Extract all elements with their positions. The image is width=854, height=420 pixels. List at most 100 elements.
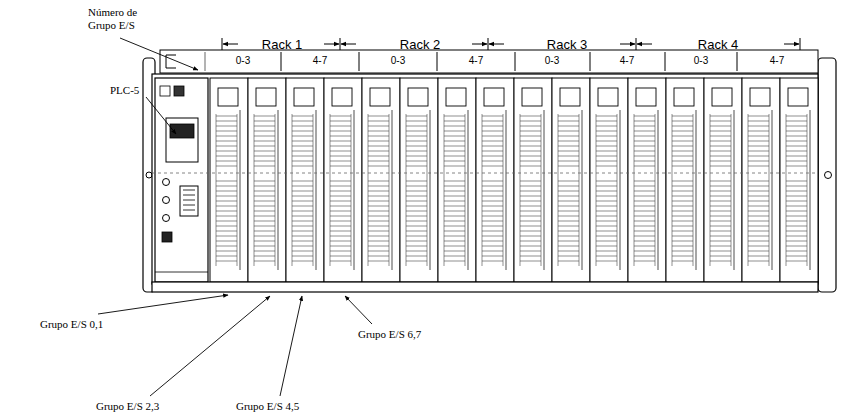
module-grill bbox=[634, 136, 655, 137]
module-grill bbox=[368, 206, 389, 207]
module-grill bbox=[786, 196, 807, 197]
module-grill bbox=[748, 131, 769, 132]
module-grill bbox=[520, 216, 541, 217]
module-grill bbox=[216, 251, 237, 252]
module-grill bbox=[672, 196, 693, 197]
module-grill bbox=[216, 114, 217, 266]
module-grill bbox=[596, 114, 597, 266]
module-grill bbox=[520, 126, 541, 127]
module-grill bbox=[444, 126, 465, 127]
io-module-slot bbox=[704, 78, 742, 282]
module-grill bbox=[292, 196, 313, 197]
module-grill bbox=[558, 191, 579, 192]
module-grill bbox=[672, 114, 673, 266]
module-grill bbox=[330, 206, 351, 207]
module-grill bbox=[634, 256, 655, 257]
slot-latch bbox=[522, 88, 542, 106]
module-grill bbox=[482, 231, 503, 232]
module-grill bbox=[406, 131, 427, 132]
module-grill bbox=[330, 166, 351, 167]
module-grill bbox=[596, 256, 617, 257]
module-grill bbox=[330, 241, 351, 242]
module-grill bbox=[748, 186, 769, 187]
module-grill bbox=[672, 241, 693, 242]
module-grill bbox=[444, 251, 465, 252]
module-grill bbox=[672, 216, 693, 217]
slot-edge bbox=[468, 110, 469, 270]
strip-bracket bbox=[166, 68, 176, 69]
module-grill bbox=[710, 146, 731, 147]
module-grill bbox=[216, 261, 237, 262]
module-grill bbox=[368, 126, 389, 127]
module-grill bbox=[292, 166, 313, 167]
module-grill bbox=[748, 114, 749, 266]
module-grill bbox=[634, 196, 655, 197]
io-module-slot bbox=[590, 78, 628, 282]
module-grill bbox=[672, 126, 693, 127]
module-grill bbox=[748, 226, 769, 227]
module-grill bbox=[406, 226, 427, 227]
module-grill bbox=[482, 114, 483, 266]
module-grill bbox=[406, 156, 427, 157]
module-grill bbox=[748, 161, 769, 162]
module-grill bbox=[748, 241, 769, 242]
module-grill bbox=[368, 231, 389, 232]
module-grill bbox=[558, 166, 579, 167]
module-grill bbox=[672, 221, 693, 222]
module-grill bbox=[596, 261, 617, 262]
module-grill bbox=[254, 141, 275, 142]
module-grill bbox=[558, 141, 579, 142]
module-grill bbox=[786, 226, 807, 227]
module-grill bbox=[292, 126, 313, 127]
module-grill bbox=[368, 241, 389, 242]
module-grill bbox=[406, 166, 427, 167]
module-grill bbox=[254, 246, 275, 247]
module-grill bbox=[368, 211, 389, 212]
module-grill bbox=[482, 251, 503, 252]
module-grill bbox=[520, 261, 541, 262]
module-grill bbox=[444, 246, 465, 247]
module-grill bbox=[596, 121, 617, 122]
module-grill bbox=[406, 206, 427, 207]
module-grill bbox=[710, 191, 731, 192]
module-grill bbox=[254, 161, 275, 162]
processor-display bbox=[166, 118, 198, 162]
module-grill bbox=[427, 114, 428, 266]
module-grill bbox=[786, 231, 807, 232]
module-grill bbox=[558, 206, 579, 207]
side-bracket bbox=[818, 58, 836, 292]
slot-latch bbox=[712, 88, 732, 106]
module-grill bbox=[634, 156, 655, 157]
module-grill bbox=[313, 114, 314, 266]
strip-divider bbox=[590, 52, 591, 71]
module-grill bbox=[330, 136, 351, 137]
group-number: 4-7 bbox=[467, 55, 485, 67]
module-grill bbox=[216, 206, 237, 207]
module-grill bbox=[807, 114, 808, 266]
module-grill bbox=[634, 141, 655, 142]
rack-arrow bbox=[223, 44, 238, 45]
rack-arrow bbox=[324, 44, 339, 45]
io-module-slot bbox=[552, 78, 590, 282]
module-grill bbox=[748, 151, 769, 152]
module-grill bbox=[444, 216, 465, 217]
module-grill bbox=[710, 121, 731, 122]
port-connector bbox=[163, 215, 170, 222]
module-grill bbox=[444, 191, 465, 192]
module-grill bbox=[710, 131, 731, 132]
module-grill bbox=[617, 114, 618, 266]
module-grill bbox=[672, 116, 693, 117]
module-grill bbox=[786, 191, 807, 192]
module-grill bbox=[216, 116, 237, 117]
module-grill bbox=[368, 131, 389, 132]
slot-latch bbox=[370, 88, 390, 106]
module-edge bbox=[155, 272, 208, 273]
slot-latch bbox=[294, 88, 314, 106]
module-grill bbox=[748, 166, 769, 167]
module-grill bbox=[254, 116, 275, 117]
module-grill bbox=[748, 191, 769, 192]
module-grill bbox=[579, 114, 580, 266]
module-grill bbox=[786, 141, 807, 142]
